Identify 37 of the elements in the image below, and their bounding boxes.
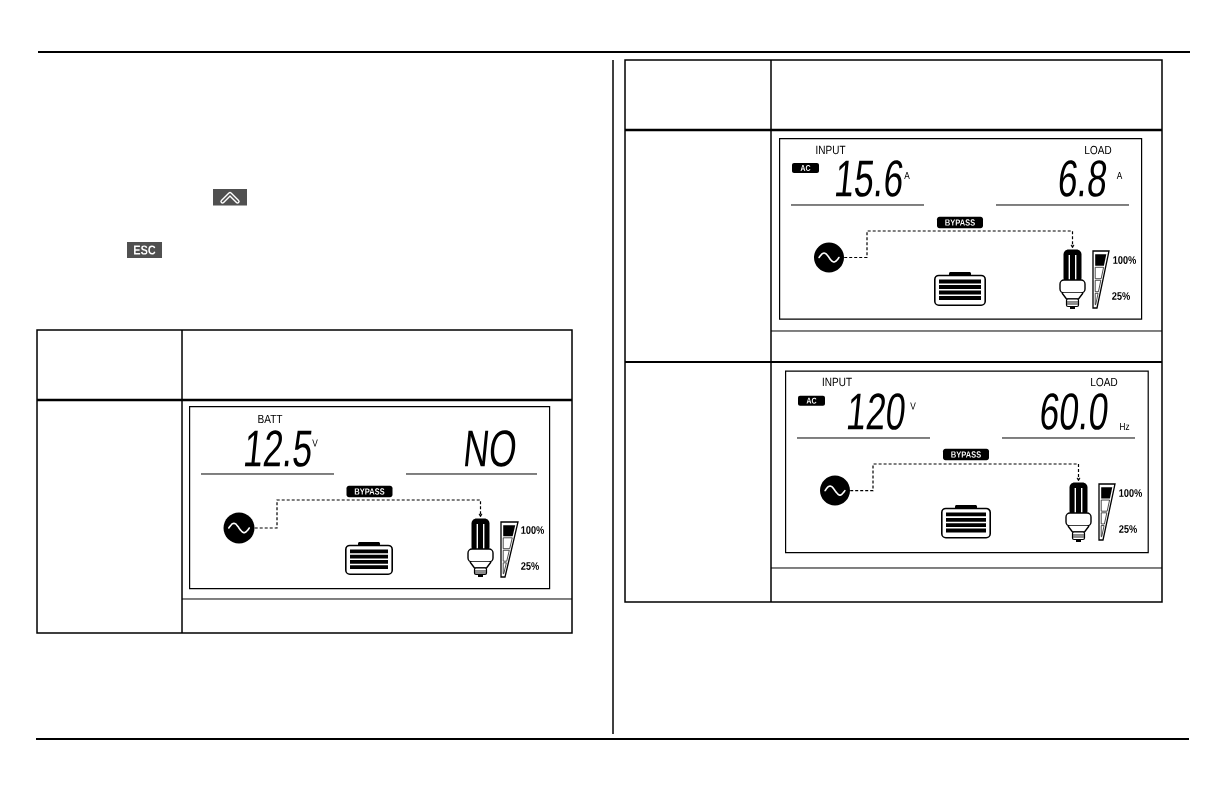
percent-label: 100% xyxy=(1113,256,1136,264)
light-bulb-icon xyxy=(1059,249,1086,309)
percent-label: 100% xyxy=(1119,489,1142,497)
status-badge: BYPASS xyxy=(943,448,989,461)
status-badge: BYPASS xyxy=(346,485,393,498)
digit-readout: 12.5 xyxy=(244,430,312,467)
digit-readout: NO xyxy=(465,430,516,467)
sine-wave-icon xyxy=(223,512,255,544)
flow-arrow xyxy=(254,499,483,529)
light-bulb-icon xyxy=(1065,482,1092,542)
display-caption: INPUT xyxy=(816,145,846,155)
display-caption: LOAD xyxy=(1085,145,1112,155)
unit-label: Hz xyxy=(1120,423,1130,430)
percent-label: 25% xyxy=(1112,292,1130,300)
sine-wave-icon xyxy=(814,242,844,273)
unit-label: V xyxy=(312,439,318,447)
percent-label: 25% xyxy=(521,562,539,570)
display-caption: BATT xyxy=(258,414,283,424)
digit-readout: 15.6 xyxy=(835,160,903,197)
esc-key: ESC xyxy=(127,242,162,258)
digit-readout: 120 xyxy=(847,393,905,430)
light-bulb-icon xyxy=(467,518,494,577)
percent-label: 25% xyxy=(1119,525,1137,533)
unit-label: A xyxy=(904,172,910,179)
digit-readout: 6.8 xyxy=(1059,160,1107,197)
sine-wave-icon xyxy=(820,475,850,506)
status-badge: BYPASS xyxy=(937,216,983,229)
flow-arrow xyxy=(849,463,1081,492)
ac-badge: AC xyxy=(798,395,825,406)
ac-badge: AC xyxy=(792,163,819,173)
display-caption: INPUT xyxy=(822,377,852,387)
display-caption: LOAD xyxy=(1091,377,1118,387)
unit-label: V xyxy=(910,402,916,410)
unit-label: A xyxy=(1116,172,1123,179)
flow-arrow xyxy=(843,230,1075,259)
percent-label: 100% xyxy=(521,526,545,534)
digit-readout: 60.0 xyxy=(1041,393,1108,430)
